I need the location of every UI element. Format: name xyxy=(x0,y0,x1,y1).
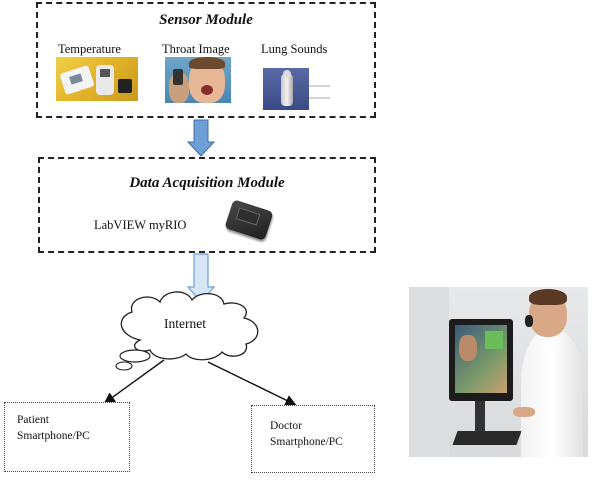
doctor-device-label: Smartphone/PC xyxy=(270,436,343,448)
internet-label: Internet xyxy=(164,316,206,331)
lung-sounds-label: Lung Sounds xyxy=(261,42,328,56)
patient-endpoint-box xyxy=(4,402,130,472)
throat-image-photo xyxy=(165,57,231,103)
doctor-endpoint-box xyxy=(251,405,375,473)
doctor-telemedicine-photo xyxy=(409,287,588,457)
patient-device-label: Smartphone/PC xyxy=(17,430,90,442)
throat-image-label: Throat Image xyxy=(162,42,230,56)
data-acquisition-module-title: Data Acquisition Module xyxy=(129,175,285,191)
doctor-label: Doctor xyxy=(270,420,302,432)
lung-sounds-image xyxy=(263,68,309,110)
temperature-sensor-image xyxy=(56,57,138,101)
sensor-module-title: Sensor Module xyxy=(159,12,253,28)
data-acquisition-module-box xyxy=(38,157,376,253)
labview-myrio-label: LabVIEW myRIO xyxy=(94,218,187,232)
temperature-label: Temperature xyxy=(58,42,121,56)
patient-label: Patient xyxy=(17,414,49,426)
